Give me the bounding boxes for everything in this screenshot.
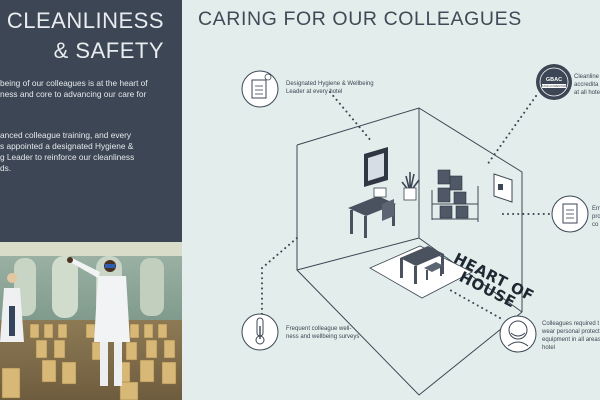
wall-sign bbox=[493, 173, 513, 203]
intro-line-1: being of our colleagues is at the heart … bbox=[0, 78, 148, 88]
feature-protocols-line-3: co bbox=[592, 222, 599, 228]
connector-ppe bbox=[449, 289, 501, 319]
thermometer-icon bbox=[241, 313, 279, 351]
ballroom-photo bbox=[0, 242, 182, 400]
plant bbox=[401, 172, 420, 201]
feature-surveys-line-2: ness and wellbeing surveys bbox=[286, 334, 360, 340]
face-mask-icon bbox=[499, 315, 537, 353]
heart-of-house-diagram: GBAC STAR ACCREDITED bbox=[241, 64, 589, 396]
checklist-icon bbox=[551, 195, 589, 233]
laptop bbox=[373, 187, 387, 198]
left-panel: CLEANLINESS & SAFETY being of our collea… bbox=[0, 0, 182, 400]
storage-boxes bbox=[437, 169, 469, 219]
feature-leader-text: Designated Hygiene & Wellbeing Leader at… bbox=[286, 80, 374, 96]
feature-ppe-text: Colleagues required t wear personal prot… bbox=[542, 320, 600, 352]
feature-ppe-line-3: equipment in all areas bbox=[542, 337, 600, 343]
rug bbox=[369, 245, 473, 299]
feature-protocols-line-2: pro bbox=[592, 214, 600, 220]
feature-protocols-line-1: Em bbox=[592, 206, 600, 212]
feature-leader-line-2: Leader at every hotel bbox=[286, 89, 343, 95]
feature-surveys-line-1: Frequent colleague well- bbox=[286, 326, 352, 332]
feature-accreditation-line-1: Cleanline bbox=[574, 74, 600, 80]
break-table bbox=[400, 246, 444, 284]
right-panel: CARING FOR OUR COLLEAGUES bbox=[182, 0, 600, 400]
wall-picture bbox=[364, 147, 388, 187]
feature-protocols-text: Em pro co bbox=[592, 205, 600, 229]
connector-leader bbox=[329, 91, 373, 143]
training-line-1: anced colleague training, and every bbox=[0, 130, 131, 140]
room-outline bbox=[296, 107, 523, 396]
gbac-badge-sub: STAR ACCREDITED bbox=[542, 84, 566, 88]
training-line-3: g Leader to reinforce our cleanliness bbox=[0, 152, 135, 162]
gbac-badge-label: GBAC bbox=[546, 77, 562, 83]
training-line-4: ds. bbox=[0, 163, 12, 173]
clipboard-person-icon bbox=[241, 70, 279, 108]
feature-accreditation-line-3: at all hote bbox=[574, 90, 600, 96]
intro-line-2: ness and core to advancing our care for bbox=[0, 89, 147, 99]
page-title: CARING FOR OUR COLLEAGUES bbox=[198, 8, 522, 30]
section-title-line-1: CLEANLINESS bbox=[6, 8, 164, 33]
feature-ppe-line-1: Colleagues required t bbox=[542, 321, 600, 327]
feature-surveys-text: Frequent colleague well- ness and wellbe… bbox=[286, 325, 359, 341]
feature-leader-line-1: Designated Hygiene & Wellbeing bbox=[286, 81, 374, 87]
connector-surveys bbox=[261, 237, 298, 315]
feature-ppe-line-2: wear personal protect bbox=[542, 329, 600, 335]
feature-ppe-line-4: hotel bbox=[542, 345, 556, 351]
gbac-badge-icon: GBAC STAR ACCREDITED bbox=[536, 64, 572, 100]
desk bbox=[348, 196, 396, 238]
feature-accreditation-line-2: accredita bbox=[574, 82, 599, 88]
connector-accreditation bbox=[486, 95, 537, 166]
section-title-line-2: & SAFETY bbox=[53, 38, 164, 63]
section-title: CLEANLINESS & SAFETY bbox=[7, 6, 164, 66]
training-line-2: s appointed a designated Hygiene & bbox=[0, 141, 134, 151]
feature-accreditation-text: Cleanline accredita at all hote bbox=[574, 73, 600, 97]
